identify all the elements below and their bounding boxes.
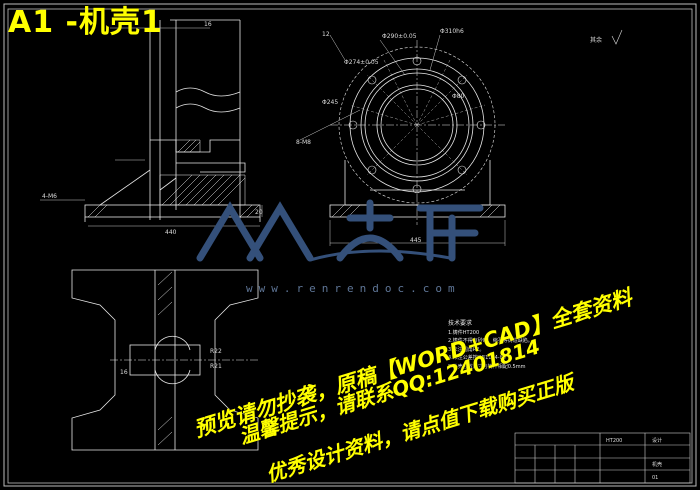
dim-top-1: 16: [204, 21, 212, 28]
tb-sheet: 01: [652, 475, 658, 481]
dim-front-h: Φ80: [452, 93, 465, 100]
dim-plan-a: R22: [210, 348, 222, 355]
note-0: 技术要求: [448, 320, 473, 327]
dim-left-height: 20: [255, 209, 263, 216]
dim-left-bolt: 4-M6: [42, 193, 57, 200]
dim-front-c: Φ274±0.05: [344, 59, 379, 66]
dim-front-b: Φ310h6: [440, 28, 464, 35]
note-4: 4.未注公差按GB1184-80: [448, 355, 506, 361]
roughness-icon: [611, 29, 623, 45]
section-hatching: [87, 139, 260, 218]
drawing-title: A1 -机壳1: [8, 5, 163, 40]
tb-name: 机壳: [652, 461, 662, 468]
bolt-holes: [348, 56, 486, 194]
dim-front-e: 8-M8: [296, 139, 311, 146]
inner-frame: [7, 8, 693, 484]
dim-plan-c: 16: [120, 369, 128, 376]
front-view-radials: [349, 59, 486, 176]
dim-plan-b: R21: [210, 363, 222, 370]
note-5: 5.外壳应放尺寸与铸件相配0.5mm: [448, 363, 526, 370]
note-2: 2.铸件不得有砂眼、缩孔等铸造缺陷。: [448, 338, 533, 344]
dim-left-width: 440: [165, 229, 177, 236]
watermark-logo-icon: [196, 199, 484, 262]
roughness-note: 其余: [590, 36, 602, 44]
dim-front-d: Φ245: [322, 99, 338, 106]
tb-unit: 设计: [652, 437, 662, 444]
plan-view: [71, 269, 260, 451]
outer-frame: [3, 3, 697, 487]
front-view: [329, 40, 506, 225]
plan-hatch: [157, 271, 173, 446]
front-base-hatch: [331, 204, 501, 218]
dim-front-a: Φ290±0.05: [382, 33, 417, 40]
note-3: 3.未注圆角R2。: [448, 346, 485, 353]
note-1: 1.铸件HT200: [448, 329, 480, 336]
dim-front-width: 445: [410, 237, 422, 244]
dims-top-left: [40, 16, 263, 227]
dim-front-f: 12: [322, 31, 330, 38]
tb-material: HT200: [606, 438, 622, 444]
title-block: [514, 432, 691, 484]
watermark-url: www.renrendoc.com: [246, 282, 461, 295]
technical-notes: 技术要求 1.铸件HT200 2.铸件不得有砂眼、缩孔等铸造缺陷。 3.未注圆角…: [448, 320, 533, 371]
